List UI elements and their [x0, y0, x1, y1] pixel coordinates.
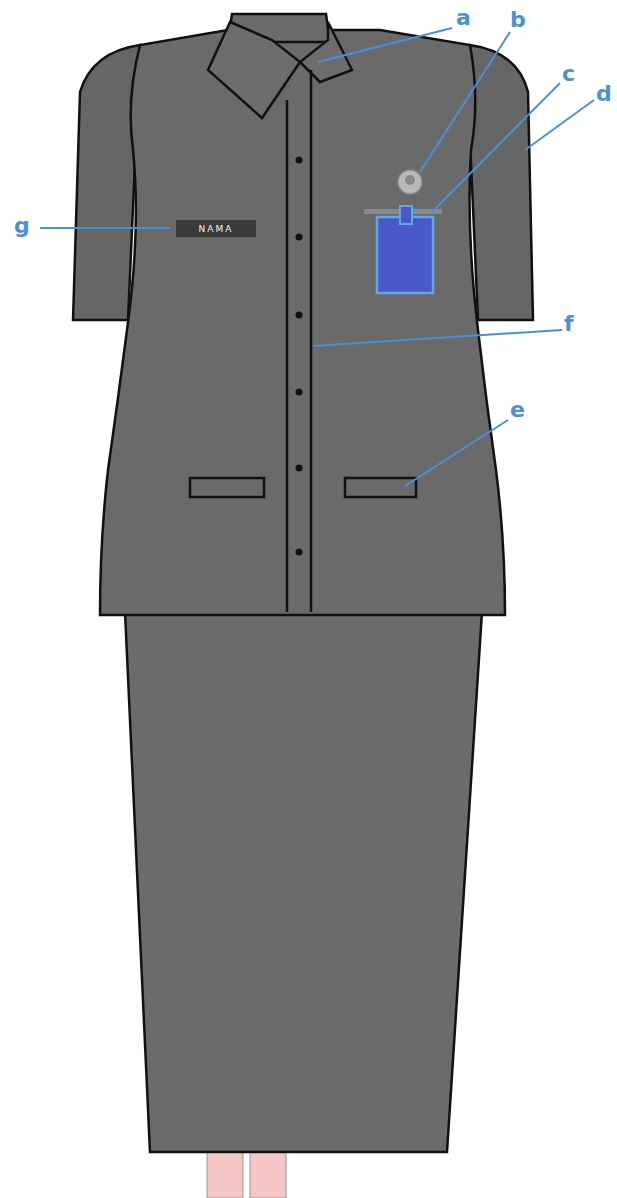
id-card	[377, 217, 433, 293]
callout-letter: b	[510, 8, 526, 32]
collar	[300, 22, 352, 82]
callout-letter: f	[564, 312, 574, 336]
leg	[250, 1148, 286, 1198]
callout-letter: a	[456, 6, 471, 30]
callout-letter: g	[14, 214, 30, 238]
name-text: NAMA	[199, 224, 234, 234]
name-tag: NAMA	[176, 220, 256, 237]
callout-letter: e	[510, 398, 525, 422]
emblem-badge	[405, 175, 415, 185]
id-clip	[400, 206, 412, 224]
emblem-badge	[398, 170, 422, 194]
shirt-body	[100, 30, 505, 615]
skirt	[125, 612, 482, 1152]
pocket-flap	[345, 478, 416, 497]
leader-lines	[40, 28, 594, 486]
callout-letter: c	[562, 62, 575, 86]
button-placket	[287, 70, 311, 612]
pocket-flap	[190, 478, 264, 497]
buttons	[296, 157, 303, 556]
sleeve	[73, 45, 140, 320]
sleeve	[470, 45, 533, 320]
callout-letter: d	[596, 82, 612, 106]
leg	[207, 1148, 243, 1198]
